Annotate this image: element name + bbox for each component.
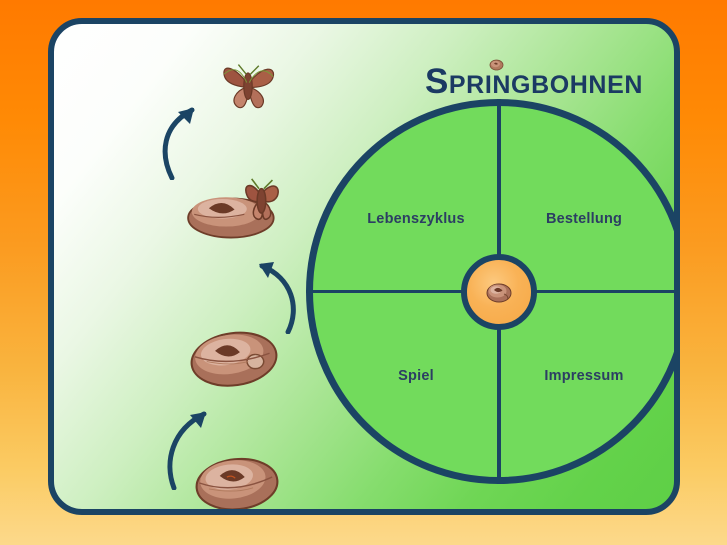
moth-icon (223, 64, 275, 109)
wheel-item-spiel[interactable]: Spiel (398, 368, 434, 384)
main-panel: SPRINGBOHNEN Lebenszyklus Bestellung Spi… (48, 18, 680, 515)
site-title: SPRINGBOHNEN (425, 62, 644, 101)
moth-emerging-icon (187, 178, 279, 239)
curved-arrow-up-icon (162, 107, 195, 181)
navigation-wheel: Lebenszyklus Bestellung Spiel Impressum (306, 99, 674, 484)
jumping-bean-icon (486, 283, 511, 302)
title-bean-icon (489, 59, 504, 71)
page-title: SPRINGBOHNEN (384, 59, 674, 104)
lifecycle-stage-moth (212, 56, 284, 114)
lifecycle-arrow-3 (156, 92, 212, 181)
wheel-item-impressum[interactable]: Impressum (544, 368, 624, 384)
wheel-hub-button[interactable] (460, 253, 537, 330)
lifecycle-diagram (114, 34, 344, 509)
curved-arrow-up-icon (167, 411, 207, 491)
site-title-initial: S (424, 62, 449, 101)
lifecycle-arrow-1 (164, 400, 222, 491)
site-title-rest: PRINGBOHNEN (448, 71, 644, 99)
lifecycle-arrow-2 (244, 252, 304, 335)
lifecycle-stage-bean-opening (186, 326, 282, 390)
bean-opening-icon (190, 331, 278, 387)
lifecycle-stage-bean (192, 452, 282, 509)
lifecycle-stage-moth-emerging (182, 174, 292, 240)
bean-icon (195, 457, 279, 509)
wheel-item-bestellung[interactable]: Bestellung (545, 211, 623, 227)
curved-arrow-up-icon (259, 262, 296, 335)
wheel-item-lebenszyklus[interactable]: Lebenszyklus (367, 211, 465, 227)
